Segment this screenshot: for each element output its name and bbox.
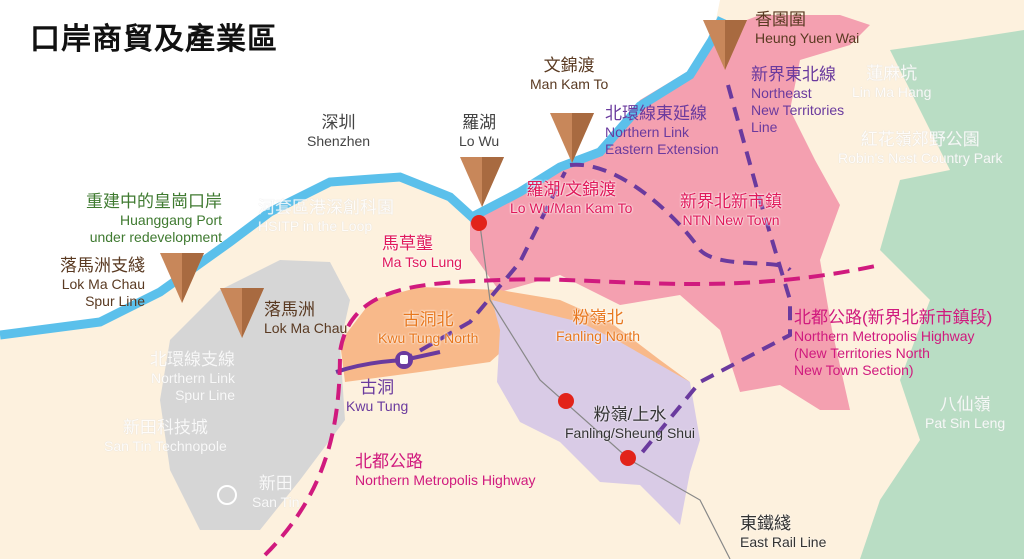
ntn-new-town-zone [470,15,870,410]
boundary-crossing-markers [160,20,747,338]
san-tin-zone [160,260,350,530]
northern-link-eastern-extension [399,162,792,364]
east-rail-track [479,224,731,559]
northeast-nt-line [638,84,792,457]
fanling-zone [492,300,700,525]
northern-metropolis-highway [263,263,881,557]
label-nmh-ntn-section: 北都公路(新界北新市鎮段)Northern Metropolis Highway… [794,308,993,378]
mtr-station-icons [217,215,636,505]
shenzhen-area [0,0,720,335]
page-title: 口岸商貿及產業區 [30,22,278,57]
country-park [860,30,1024,559]
